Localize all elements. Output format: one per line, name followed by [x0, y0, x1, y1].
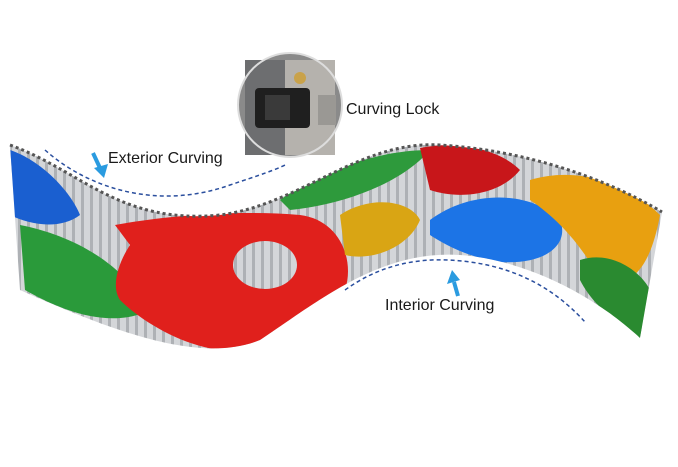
led-panel-band — [9, 143, 663, 349]
exterior-curve-dashed-line — [44, 149, 286, 197]
fish-yellow-small — [340, 202, 420, 257]
curving-lock-inset — [237, 52, 343, 158]
fish-green-top — [280, 150, 430, 210]
exterior-arrow-icon — [91, 152, 108, 178]
fish-yellow-right — [530, 174, 660, 283]
interior-curve-dashed-line — [344, 259, 586, 323]
fish-blue-right — [430, 197, 563, 263]
fish-blue-left — [10, 150, 80, 225]
fish-red-large — [115, 213, 348, 349]
interior-arrow-icon — [447, 270, 460, 297]
interior-curving-label: Interior Curving — [385, 297, 495, 314]
fish-green-right — [580, 257, 650, 338]
exterior-curving-label: Exterior Curving — [108, 150, 223, 167]
fish-red-top — [420, 145, 520, 195]
curving-lock-label: Curving Lock — [346, 101, 440, 118]
